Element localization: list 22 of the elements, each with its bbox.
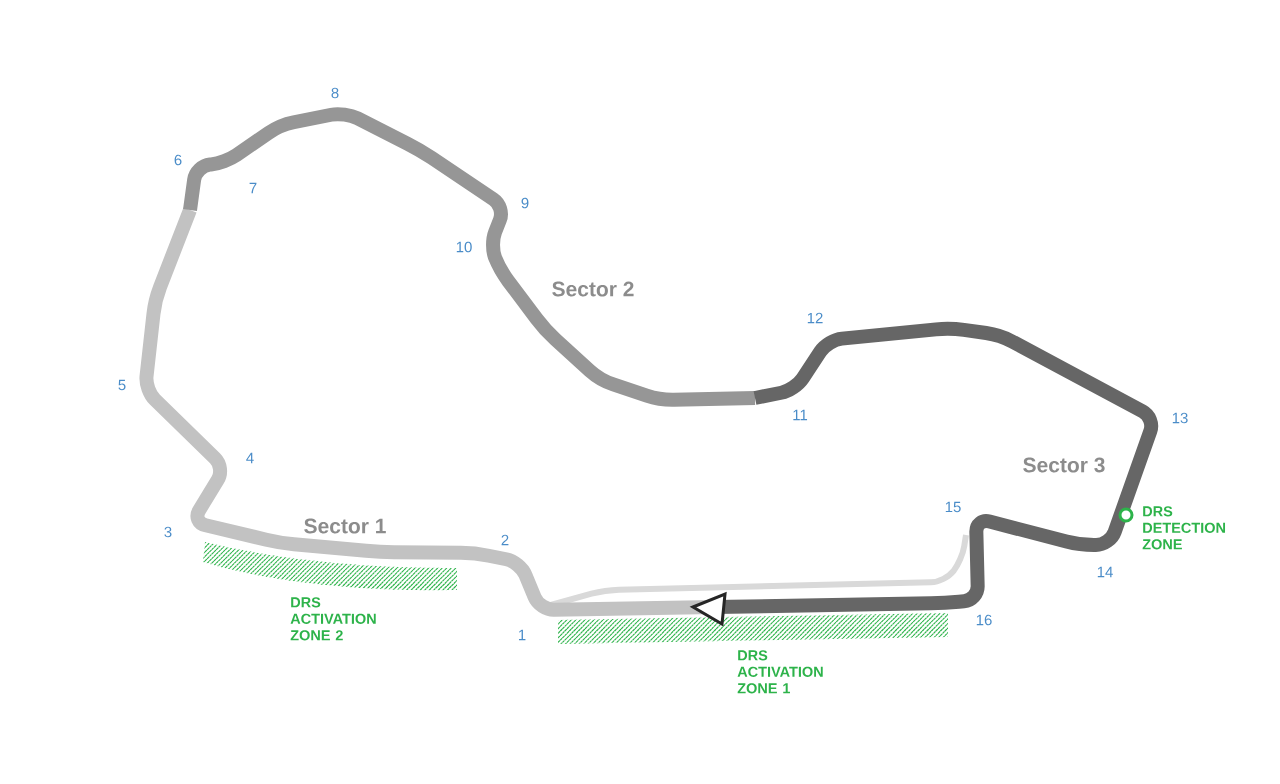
turn-number: 11 — [793, 409, 808, 421]
drs-zone-label: DRS DETECTION ZONE — [1142, 506, 1225, 550]
turn-number: 15 — [945, 501, 961, 513]
drs-zone-label: DRS ACTIVATION ZONE 2 — [290, 597, 376, 641]
turn-number: 4 — [246, 452, 254, 464]
turn-number: 6 — [174, 154, 182, 166]
turn-number: 3 — [164, 526, 172, 538]
turn-number: 12 — [807, 312, 823, 324]
turn-number: 8 — [331, 87, 339, 99]
turn-number: 10 — [456, 241, 472, 253]
turn-number: 14 — [1097, 566, 1113, 578]
sector-label: Sector 2 — [552, 281, 634, 297]
turn-number: 5 — [118, 379, 126, 391]
turn-number: 1 — [519, 629, 526, 641]
turn-number: 13 — [1172, 412, 1188, 424]
turn-number: 2 — [501, 534, 509, 546]
sector-label: Sector 3 — [1023, 457, 1105, 473]
sector-label: Sector 1 — [304, 518, 386, 534]
turn-number: 9 — [521, 197, 529, 209]
drs-zone-label: DRS ACTIVATION ZONE 1 — [737, 650, 823, 694]
turn-number: 7 — [249, 182, 257, 194]
turn-number: 16 — [976, 614, 992, 626]
